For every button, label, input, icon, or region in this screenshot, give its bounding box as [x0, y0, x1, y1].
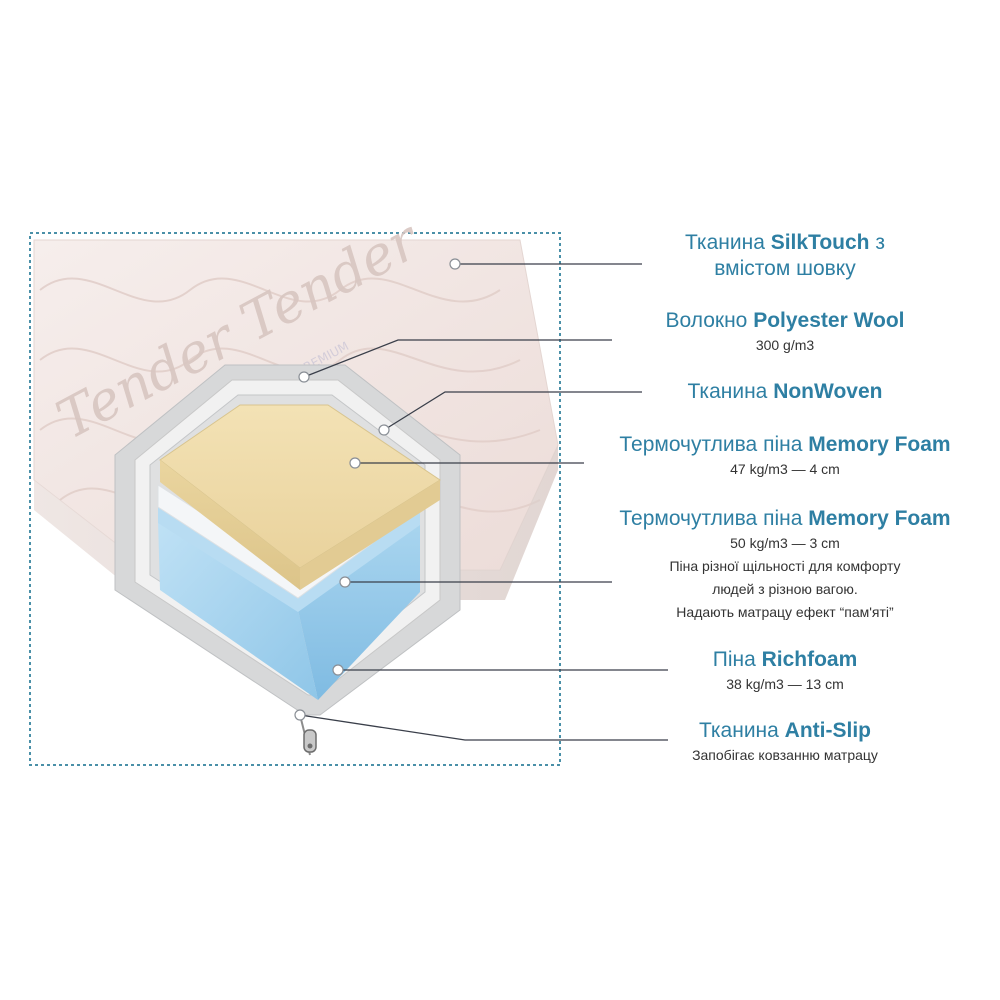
leader-nonwoven	[383, 391, 642, 431]
leader-dots	[294, 258, 461, 721]
label-density: 300 g/m3	[755, 337, 815, 353]
label-density: 38 kg/m3 — 13 cm	[726, 676, 844, 692]
richfoam-right-face	[298, 522, 420, 700]
label-density: 50 kg/m3 — 3 cm	[730, 535, 840, 551]
dashed-frame	[29, 232, 561, 766]
memory-foam-4cm-left	[160, 460, 300, 590]
cutaway-layers	[114, 364, 461, 716]
label-title: Піна Richfoam	[712, 648, 858, 671]
leader-polyester	[303, 339, 612, 378]
label-density: 47 kg/m3 — 4 cm	[730, 461, 840, 477]
leader-antislip	[299, 714, 668, 741]
label-title: Тканина SilkTouch з	[685, 231, 885, 254]
label-title: Волокно Polyester Wool	[665, 309, 905, 332]
label-memory-foam-4cm: Термочутлива піна Memory Foam 47 kg/m3 —…	[585, 432, 985, 481]
label-silktouch: Тканина SilkTouch з вмістом шовку	[600, 230, 970, 282]
label-title-line2: вмістом шовку	[714, 257, 856, 280]
richfoam-left-face	[158, 520, 318, 700]
label-anti-slip: Тканина Anti-Slip Запобігає ковзанню мат…	[600, 718, 970, 767]
label-title: Термочутлива піна Memory Foam	[619, 433, 951, 456]
label-description: Запобігає ковзанню матрацу	[692, 747, 878, 763]
label-nonwoven: Тканина NonWoven	[600, 379, 970, 405]
leader-lines	[299, 263, 668, 741]
label-memory-foam-3cm: Термочутлива піна Memory Foam 50 kg/m3 —…	[585, 506, 985, 624]
zipper-icon	[299, 714, 317, 756]
label-title: Термочутлива піна Memory Foam	[619, 507, 951, 530]
label-description-1: Піна різної щільності для комфорту	[669, 558, 901, 574]
label-description-2: людей з різною вагою.	[712, 581, 858, 597]
label-title: Тканина NonWoven	[687, 380, 883, 403]
label-description-3: Надають матрацу ефект “пам'яті”	[676, 604, 894, 620]
label-title: Тканина Anti-Slip	[699, 719, 871, 742]
label-polyester-wool: Волокно Polyester Wool 300 g/m3	[600, 308, 970, 357]
label-richfoam: Піна Richfoam 38 kg/m3 — 13 cm	[600, 647, 970, 696]
memory-foam-4cm-right	[300, 480, 440, 590]
